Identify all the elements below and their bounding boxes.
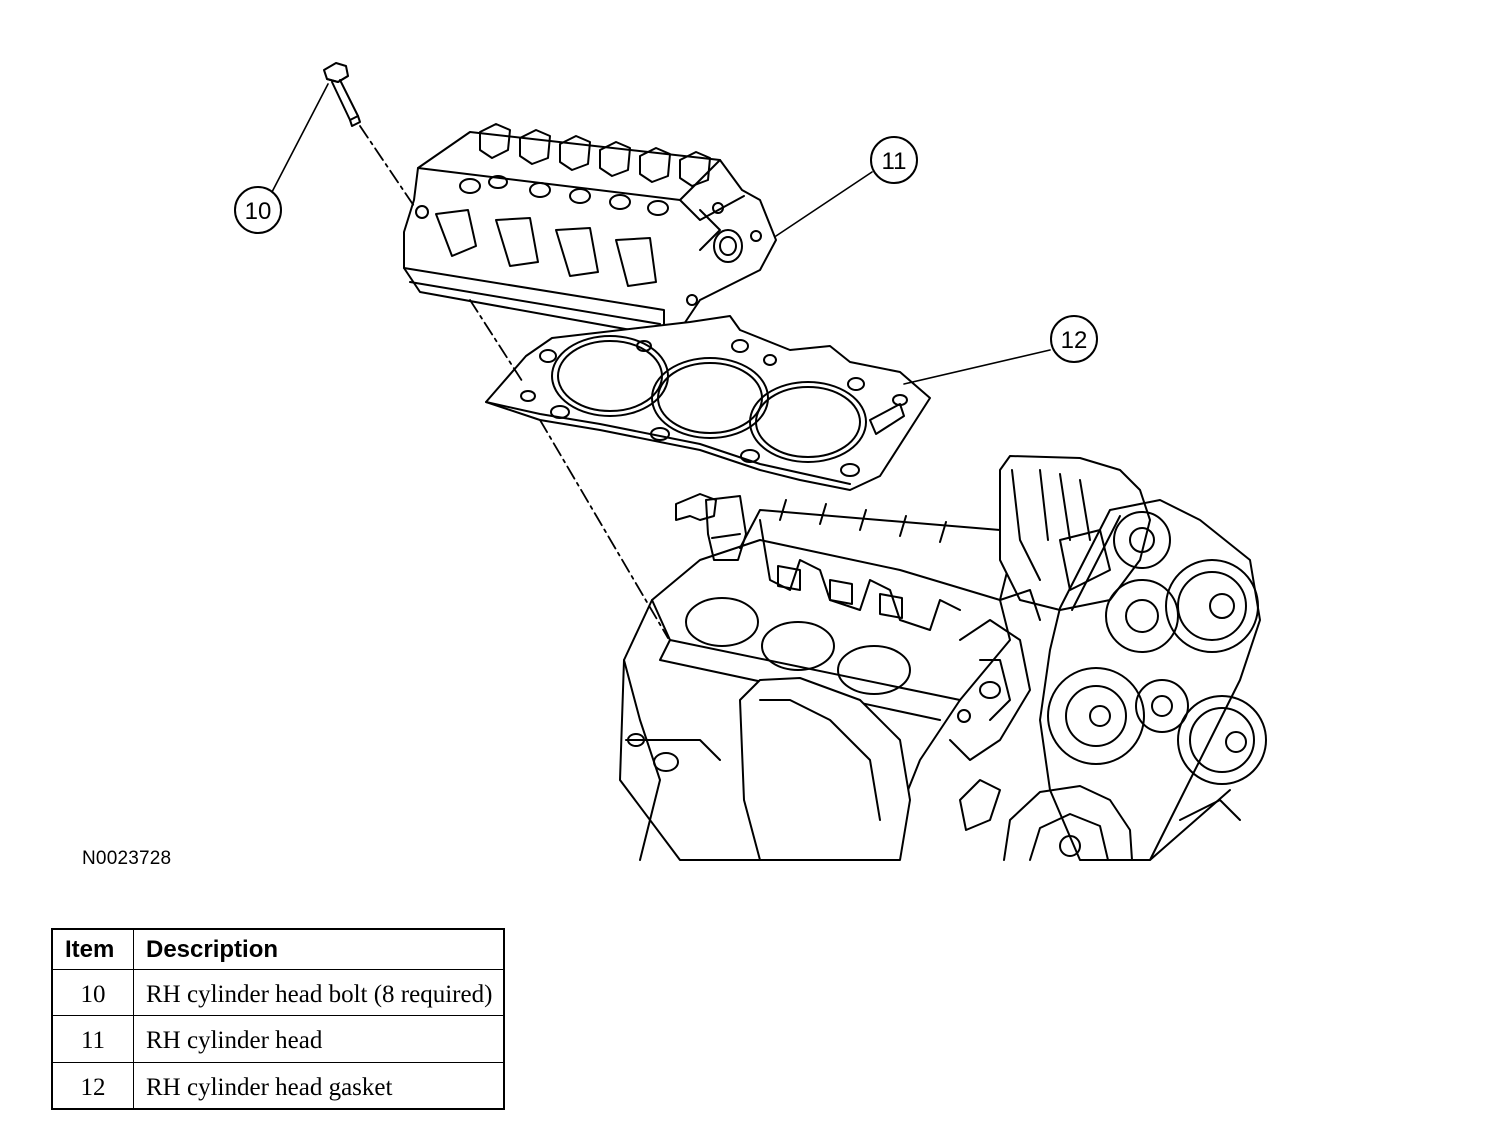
legend-item-number: 11: [51, 1015, 134, 1063]
cylinder-head-bolt: [323, 62, 361, 127]
callout-10: 10: [234, 186, 282, 234]
callout-10-label: 10: [245, 198, 272, 225]
legend-item-number: 10: [51, 968, 134, 1016]
legend-item-description: RH cylinder head: [133, 1015, 504, 1063]
legend-header-description: Description: [133, 928, 504, 970]
table-row: 10 RH cylinder head bolt (8 required): [51, 968, 504, 1016]
legend-header-row: Item Description: [51, 928, 504, 970]
pulleys: [1003, 511, 1267, 861]
legend-item-description: RH cylinder head bolt (8 required): [133, 968, 504, 1016]
leader-lines: [271, 83, 1051, 385]
callout-12-label: 12: [1061, 327, 1088, 354]
legend-item-description: RH cylinder head gasket: [133, 1061, 504, 1110]
legend-item-number: 12: [51, 1061, 134, 1110]
callout-11-label: 11: [882, 148, 907, 175]
table-row: 12 RH cylinder head gasket: [51, 1061, 504, 1110]
callout-12: 12: [1050, 315, 1098, 363]
engine-block: [619, 455, 1267, 861]
legend-table: Item Description 10 RH cylinder head bol…: [51, 928, 505, 1110]
legend-header-item: Item: [51, 928, 134, 970]
cylinder-head-gasket: [485, 315, 931, 491]
exploded-view-diagram: 10 11 12: [234, 62, 1267, 861]
cylinder-head: [403, 123, 777, 337]
callout-11: 11: [870, 136, 918, 184]
table-row: 11 RH cylinder head: [51, 1015, 504, 1063]
figure-reference-code: N0023728: [82, 848, 172, 869]
alignment-lines: [359, 125, 669, 639]
